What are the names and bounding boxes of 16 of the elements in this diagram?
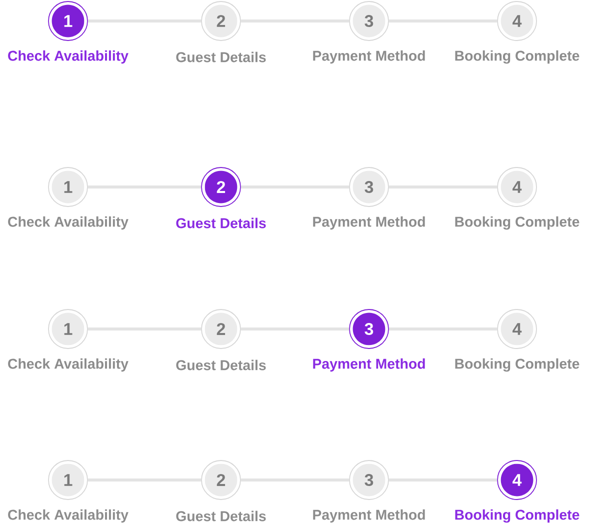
step-label: Guest Details bbox=[176, 218, 266, 228]
step-label: Guest Details bbox=[176, 360, 266, 370]
step-label: Check Availability bbox=[8, 50, 128, 64]
step-label: Check Availability bbox=[8, 358, 128, 372]
step-label: Booking Complete bbox=[455, 509, 580, 523]
step-label: Check Availability bbox=[8, 216, 128, 230]
step-label: Payment Method bbox=[313, 358, 425, 372]
step-label: Guest Details bbox=[176, 52, 266, 62]
step-label: Payment Method bbox=[313, 216, 425, 230]
step-label: Guest Details bbox=[176, 510, 266, 522]
step-label: Booking Complete bbox=[455, 50, 580, 64]
step-label: Booking Complete bbox=[455, 216, 580, 230]
step-label: Check Availability bbox=[8, 509, 128, 523]
step-label: Payment Method bbox=[313, 509, 425, 523]
step-label: Payment Method bbox=[313, 50, 425, 64]
step-label: Booking Complete bbox=[455, 358, 580, 372]
